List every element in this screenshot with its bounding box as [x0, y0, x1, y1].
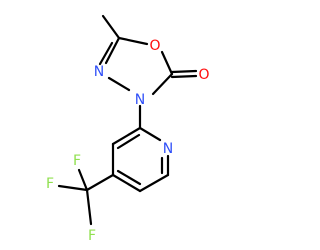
bond-py-c3-c2-inner — [116, 133, 141, 150]
bond-methyl — [101, 14, 121, 40]
atom-f-top: F — [73, 153, 81, 169]
atom-labels: N O O N N F F F — [46, 38, 210, 244]
bond-c5-o1 — [117, 36, 149, 46]
molecule-diagram: N O O N N F F F — [46, 14, 210, 244]
bond-n4-n3 — [107, 76, 131, 92]
bond-c5-n4 — [104, 36, 121, 65]
bond-py-c2-n1 — [138, 126, 162, 142]
bond-c5-n4-double — [98, 41, 114, 66]
atom-f-bottom: F — [88, 228, 96, 244]
bond-carbonyl-b — [170, 74, 198, 79]
bond-c4-cf3 — [85, 173, 115, 192]
bond-py-c3-c2 — [111, 126, 142, 146]
bond-o1-c2 — [160, 50, 174, 76]
atom-o-ring: O — [149, 38, 160, 54]
atom-o-carbonyl: O — [198, 67, 209, 83]
atom-n-triazole-lower: N — [135, 92, 145, 108]
bond-py-c5-c4 — [111, 173, 142, 193]
bond-cf3-f-top — [77, 168, 89, 192]
bond-py-c6-c5 — [138, 173, 170, 193]
bond-py-c5-c4-inner — [116, 169, 142, 186]
bond-c2-n3 — [151, 72, 174, 96]
bond-carbonyl-a — [170, 69, 198, 74]
atom-n-pyridine: N — [163, 141, 173, 157]
bond-cf3-f-bottom — [85, 188, 93, 226]
atom-f-left: F — [46, 176, 54, 192]
bonds — [57, 14, 198, 226]
bond-cf3-f-left — [57, 184, 89, 192]
atom-n-triazole-upper: N — [94, 64, 104, 80]
